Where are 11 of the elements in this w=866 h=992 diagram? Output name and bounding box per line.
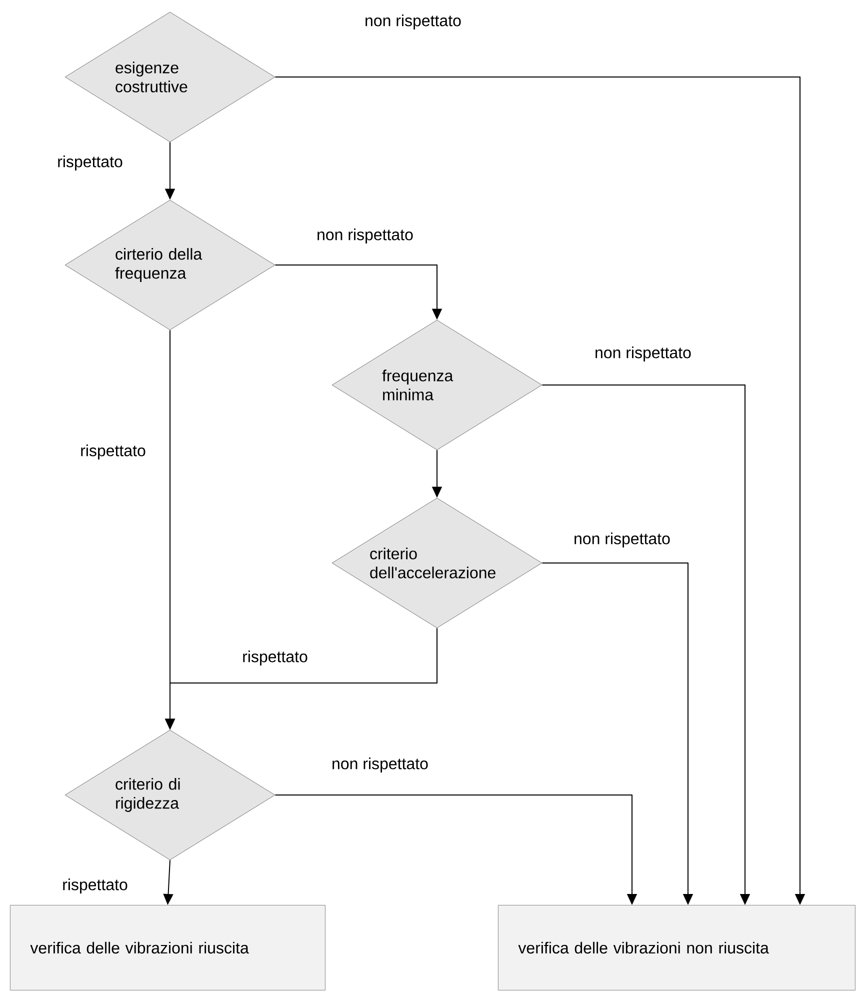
edge-label: non rispettato: [316, 228, 414, 244]
edge-label: rispettato: [241, 650, 309, 666]
result-box: verifica delle vibrazioni riuscita: [10, 905, 326, 990]
edge-label: rispettato: [79, 444, 147, 460]
edge-label: non rispettato: [572, 532, 672, 548]
edge-label: non rispettato: [594, 346, 692, 362]
edge-label: rispettato: [56, 154, 124, 172]
edge-label: non rispettato: [330, 756, 430, 774]
result-box: verifica delle vibrazioni non riuscita: [498, 905, 856, 990]
edge-label: rispettato: [61, 878, 129, 894]
edge-label: non rispettato: [364, 14, 462, 30]
